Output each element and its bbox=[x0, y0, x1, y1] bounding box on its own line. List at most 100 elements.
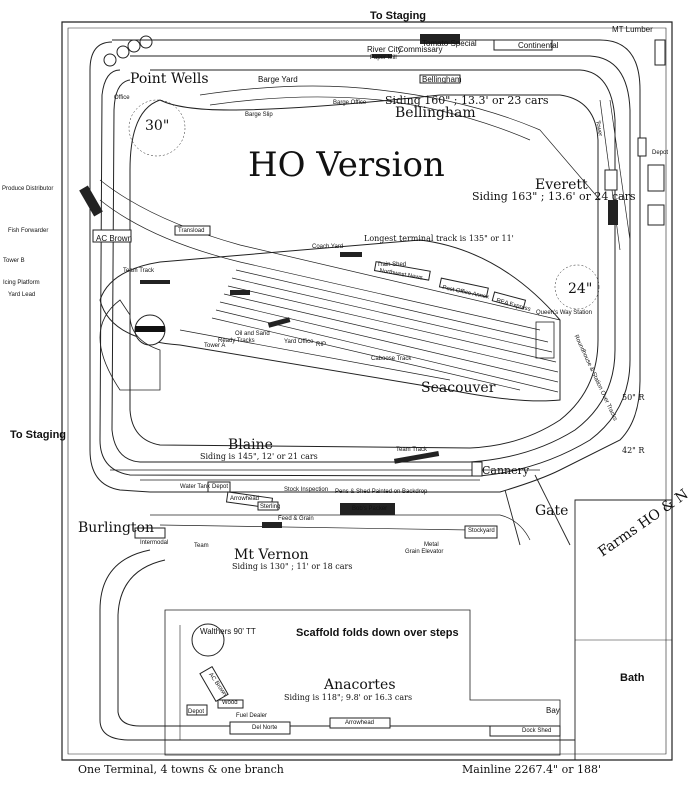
label-river-city: River City bbox=[367, 45, 402, 54]
bldg-everett-1 bbox=[604, 169, 618, 191]
label-bath: Bath bbox=[620, 672, 645, 684]
bldg-depot-e bbox=[637, 137, 647, 157]
label-office: Office bbox=[114, 95, 130, 101]
label-tower-b: Tower B bbox=[3, 258, 25, 264]
radius-marker-24 bbox=[554, 264, 600, 310]
bldg-mt-lumber bbox=[654, 39, 666, 66]
label-barge-office: Barge Office bbox=[333, 100, 367, 106]
aisle-edge bbox=[129, 94, 599, 449]
bldg-everett-3 bbox=[647, 164, 665, 192]
anacortes-siding: Siding is 118"; 9.8' or 16.3 cars bbox=[284, 693, 413, 702]
bldg-dock-shed bbox=[489, 725, 561, 737]
label-bay: Bay bbox=[546, 706, 560, 715]
bldg-tomato bbox=[420, 34, 460, 44]
bldg-ac-brown bbox=[92, 229, 132, 243]
label-team-track: Team Track bbox=[123, 268, 155, 274]
caption-right: Mainline 2267.4" or 188' bbox=[462, 763, 601, 776]
label-continental: Continental bbox=[518, 41, 559, 50]
label-intermodal: Intermodal bbox=[140, 540, 169, 546]
bellingham-tracks bbox=[199, 85, 601, 201]
bldg-feed bbox=[262, 522, 282, 528]
bldg-produce bbox=[79, 185, 103, 217]
label-stockyard: Stockyard bbox=[468, 528, 495, 534]
bldg-ready bbox=[267, 317, 291, 328]
bldg-everett-4 bbox=[647, 204, 665, 226]
turntable-anacortes bbox=[191, 623, 225, 657]
label-paper-mill: Paper Mill bbox=[370, 55, 397, 61]
bldg-intermodal bbox=[134, 527, 166, 539]
bldg-everett-2 bbox=[608, 200, 618, 225]
yard-tracks bbox=[179, 261, 559, 393]
bldg-team-track-b bbox=[393, 451, 440, 464]
bldg-stockyard bbox=[464, 525, 498, 539]
bldg-ac-brown-b bbox=[199, 665, 229, 703]
label-depot-e: Depot bbox=[652, 150, 669, 156]
label-team-track-b: Team Track bbox=[396, 447, 428, 453]
label-24: 24" bbox=[568, 281, 593, 297]
bldg-icing bbox=[140, 280, 170, 284]
label-ready-tracks: Ready Tracks bbox=[218, 338, 255, 344]
label-icing: Icing Platform bbox=[3, 280, 40, 286]
yard-outline bbox=[99, 239, 561, 402]
page-title: HO Version bbox=[248, 145, 445, 185]
bldg-arrowhead-a bbox=[329, 717, 391, 729]
label-queens-way: Queen's Way Station bbox=[536, 310, 592, 316]
label-point-wells: Point Wells bbox=[130, 71, 209, 87]
gate bbox=[504, 489, 521, 546]
to-staging-top: To Staging bbox=[370, 10, 427, 22]
label-rip: RIP bbox=[316, 342, 327, 348]
bath-room bbox=[574, 499, 673, 761]
label-arrowhead-a: Arrowhead bbox=[345, 720, 375, 726]
label-30: 30" bbox=[145, 118, 170, 134]
bldg-depot-b bbox=[207, 481, 231, 493]
bldg-depot-a bbox=[186, 704, 208, 716]
bldg-bob-packer bbox=[340, 503, 395, 515]
bldg-paper-mill bbox=[372, 54, 392, 58]
everett-siding: Siding 163" ; 13.6' or 24 cars bbox=[472, 190, 636, 203]
label-oil-sand: Oil and Sand bbox=[235, 331, 270, 337]
bldg-coach-yard bbox=[340, 252, 362, 257]
label-sterling: Sterling bbox=[260, 504, 281, 510]
bldg-cannery bbox=[471, 461, 483, 477]
queens-way-box bbox=[535, 321, 555, 359]
mtvernon-tracks bbox=[150, 514, 531, 541]
label-dock-shed: Dock Shed bbox=[522, 728, 552, 734]
label-pens: Pens & Shed Painted on Backdrop bbox=[335, 489, 428, 495]
roundhouse bbox=[99, 299, 161, 391]
label-arrowhead-b: Arrowhead bbox=[230, 496, 260, 502]
bldg-post-office bbox=[438, 277, 489, 298]
label-seacouver: Seacouver bbox=[421, 380, 496, 396]
benchwork-outer bbox=[89, 41, 151, 493]
bldg-rea bbox=[491, 291, 527, 310]
label-anacortes: Anacortes bbox=[324, 677, 396, 693]
label-grain-elevator: Grain Elevator bbox=[405, 549, 444, 555]
label-commissary: Commissary bbox=[398, 45, 443, 54]
lower-loop bbox=[99, 549, 575, 741]
label-water-tank: Water Tank bbox=[180, 484, 211, 490]
label-bellingham: Bellingham bbox=[395, 105, 476, 121]
bldg-wood bbox=[217, 699, 244, 709]
label-blaine: Blaine bbox=[228, 437, 273, 453]
label-produce: Produce Distributor bbox=[2, 186, 54, 192]
bldg-oil bbox=[230, 290, 250, 295]
blaine-siding: Siding is 145", 12' or 21 cars bbox=[200, 452, 318, 461]
label-everett: Everett bbox=[535, 177, 588, 193]
benchwork-outer-right bbox=[112, 39, 641, 493]
mainline-loop-inner bbox=[111, 69, 616, 463]
mt-vernon-siding: Siding is 130" ; 11' or 18 cars bbox=[232, 562, 353, 571]
radius-marker-30 bbox=[128, 99, 186, 157]
bldg-sterling bbox=[257, 501, 279, 511]
label-r50: 50" R bbox=[622, 393, 645, 402]
label-bellingham-small: Bellingham bbox=[422, 75, 462, 84]
label-tower-a: Tower A bbox=[204, 343, 226, 349]
label-burlington: Burlington bbox=[78, 520, 155, 536]
bldg-bellingham bbox=[419, 74, 461, 84]
label-barge-slip: Barge Slip bbox=[245, 112, 273, 118]
label-metal: Metal bbox=[424, 542, 439, 548]
label-feed: Feed & Grain bbox=[278, 516, 314, 522]
label-team-b: Team bbox=[194, 543, 209, 549]
label-ac-brown: AC Brown bbox=[96, 234, 133, 243]
bldg-northwest-news bbox=[373, 261, 431, 281]
label-mt-vernon: Mt Vernon bbox=[234, 547, 309, 563]
